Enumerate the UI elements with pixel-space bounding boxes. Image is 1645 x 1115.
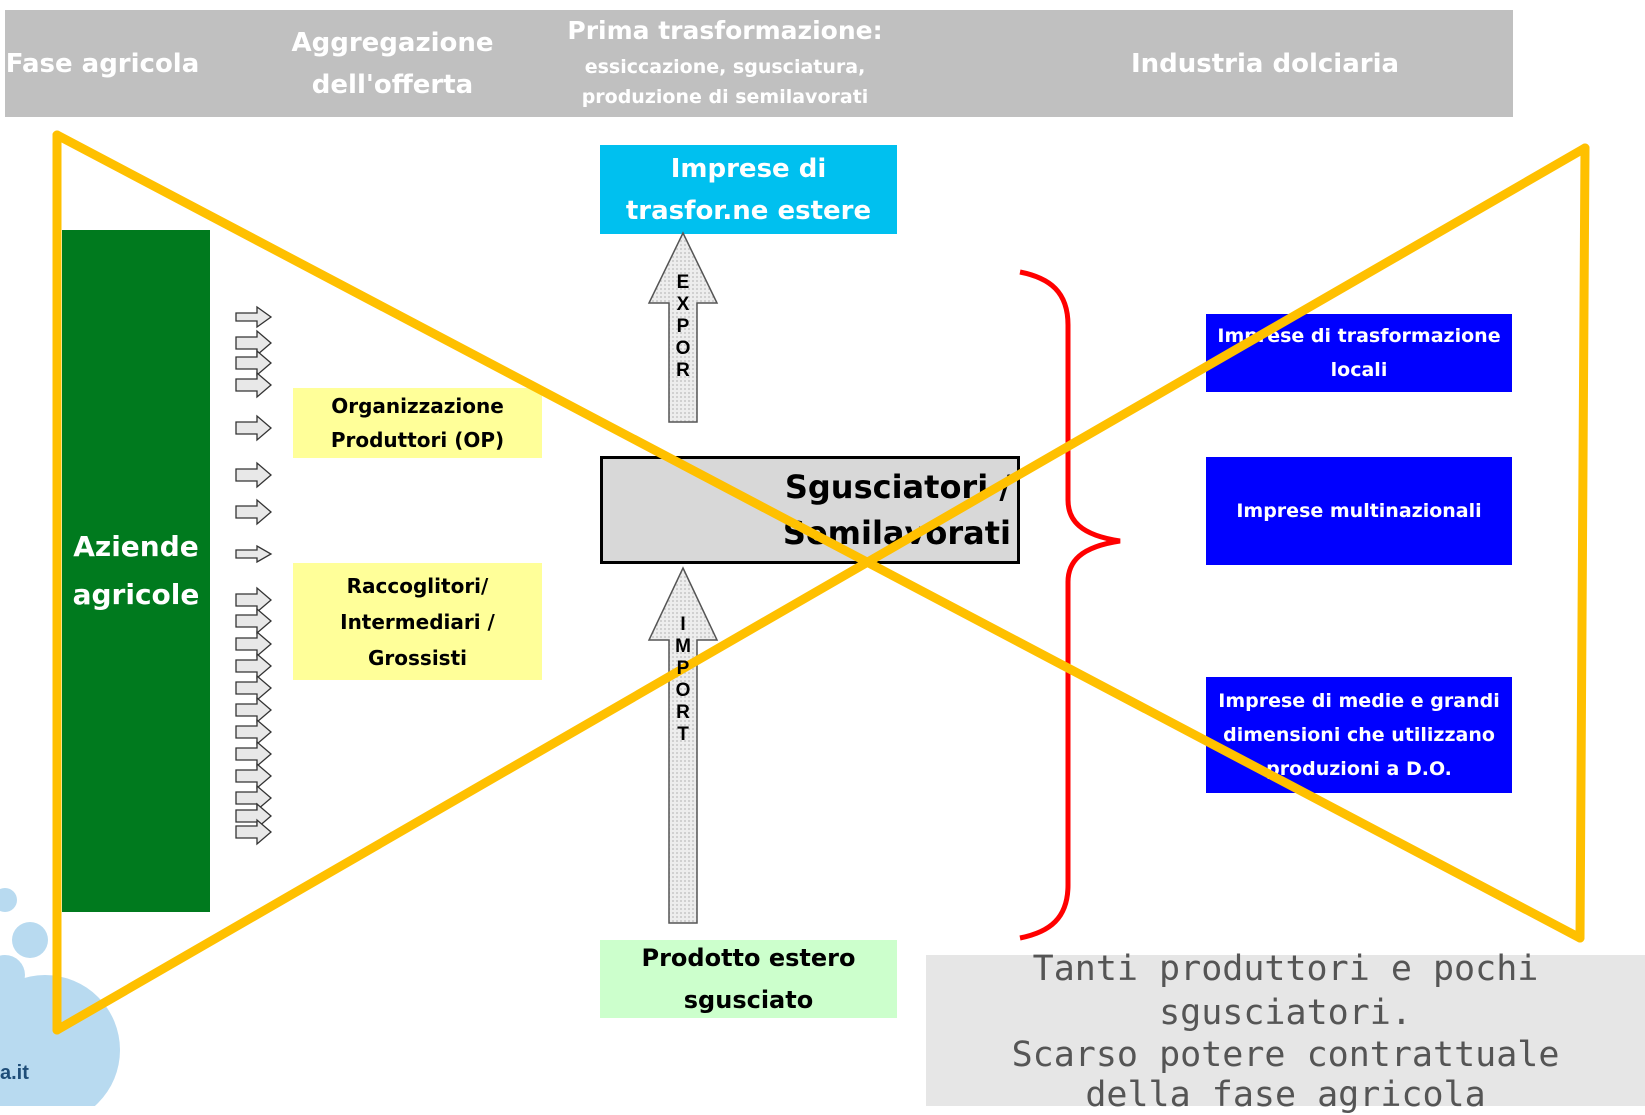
imprese-estere-box: Imprese di trasfor.ne estere bbox=[600, 145, 897, 234]
imprese-medie-grandi-box: Imprese di medie e grandi dimensioni che… bbox=[1206, 677, 1512, 793]
flow-arrows bbox=[235, 305, 273, 846]
header-fase-agricola: Fase agricola bbox=[5, 48, 200, 79]
red-brace bbox=[1019, 269, 1121, 941]
header-industria-dolciaria: Industria dolciaria bbox=[1130, 48, 1400, 79]
imprese-multinazionali-box: Imprese multinazionali bbox=[1206, 457, 1512, 565]
export-arrow bbox=[647, 231, 719, 423]
import-letter: T bbox=[677, 724, 689, 745]
import-letter: O bbox=[675, 680, 691, 701]
export-letter: O bbox=[675, 338, 691, 359]
imprese-locali-box: Imprese di trasformazione locali bbox=[1206, 314, 1512, 392]
export-letter: X bbox=[676, 294, 690, 315]
aziende-agricole-box: Aziende agricole bbox=[62, 230, 210, 912]
note-box: Tanti produttori e pochi sgusciatori. Sc… bbox=[926, 949, 1645, 1115]
logo-text: a.it bbox=[0, 1062, 29, 1084]
header-prima-trasformazione-title: Prima trasformazione: bbox=[567, 16, 883, 45]
header-band bbox=[5, 10, 1513, 117]
export-letter: E bbox=[676, 272, 690, 293]
import-label: I M P O R T bbox=[669, 614, 697, 746]
import-letter: P bbox=[676, 658, 690, 679]
hourglass-lines bbox=[52, 130, 1590, 1035]
import-arrow bbox=[647, 566, 719, 924]
export-label: E X P O R bbox=[669, 272, 697, 382]
export-letter: R bbox=[676, 360, 690, 381]
import-letter: M bbox=[675, 636, 691, 657]
op-box: Organizzazione Produttori (OP) bbox=[293, 388, 542, 458]
import-letter: I bbox=[680, 614, 686, 635]
raccoglitori-box: Raccoglitori/ Intermediari / Grossisti bbox=[293, 563, 542, 680]
prodotto-estero-box: Prodotto estero sgusciato bbox=[600, 940, 897, 1018]
header-prima-trasformazione: Prima trasformazione: essiccazione, sgus… bbox=[560, 10, 890, 117]
note-line1: Tanti produttori e pochi sgusciatori. bbox=[1032, 948, 1539, 1033]
export-letter: P bbox=[676, 316, 690, 337]
header-aggregazione: Aggregazione dell'offerta bbox=[291, 27, 494, 100]
import-letter: R bbox=[676, 702, 690, 723]
header-prima-trasformazione-sub: essiccazione, sgusciatura, produzione di… bbox=[581, 56, 869, 108]
